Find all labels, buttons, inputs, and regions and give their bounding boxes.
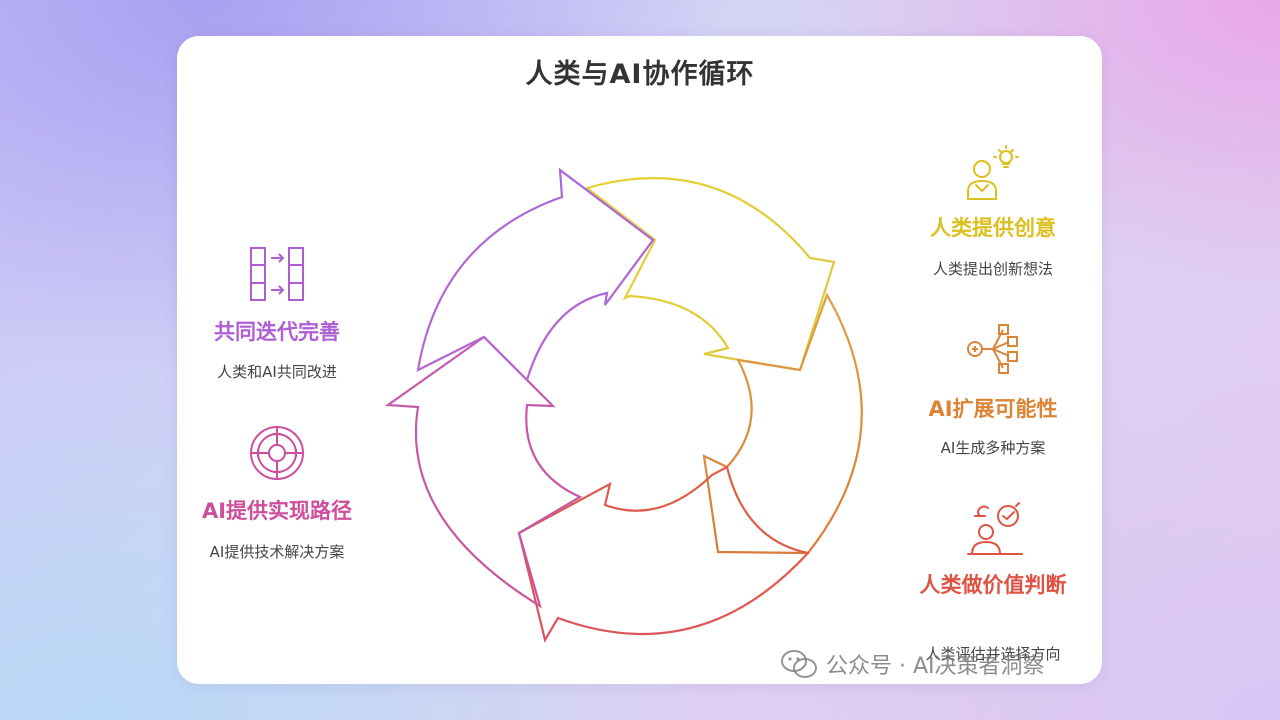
cycle-arrow-magenta — [384, 335, 583, 609]
step-desc-1: 人类提出创新想法 — [932, 260, 1053, 278]
step-title-4: AI提供实现路径 — [201, 499, 353, 523]
diagram-card — [177, 36, 1102, 684]
step-desc-4: AI提供技术解决方案 — [209, 543, 345, 561]
wechat-icon — [781, 650, 817, 678]
person-judgement-icon — [967, 502, 1023, 555]
cycle-arrow-red — [517, 465, 811, 643]
cycle-arrow-orange — [702, 292, 863, 555]
watermark-text: 公众号 · AI决策者洞察 — [826, 654, 1045, 679]
cycle-arrow-yellow — [584, 177, 836, 372]
step-title-5: 共同迭代完善 — [214, 320, 340, 344]
watermark: 公众号 · AI决策者洞察 — [780, 647, 1045, 681]
cycle-arrow-purple — [416, 167, 655, 383]
step-desc-2: AI生成多种方案 — [940, 439, 1046, 457]
step-title-2: AI扩展可能性 — [928, 397, 1058, 421]
network-expand-icon — [967, 324, 1018, 374]
step-title-3: 人类做价值判断 — [919, 573, 1067, 597]
iteration-grid-icon — [250, 247, 304, 301]
diagram-title: 人类与AI协作循环 — [525, 59, 755, 90]
person-lightbulb-icon — [967, 145, 1019, 200]
step-title-1: 人类提供创意 — [930, 216, 1056, 240]
target-path-icon — [250, 426, 304, 480]
step-desc-5: 人类和AI共同改进 — [217, 363, 337, 381]
step-desc-3: 人类评估并选择方向 — [925, 645, 1061, 663]
